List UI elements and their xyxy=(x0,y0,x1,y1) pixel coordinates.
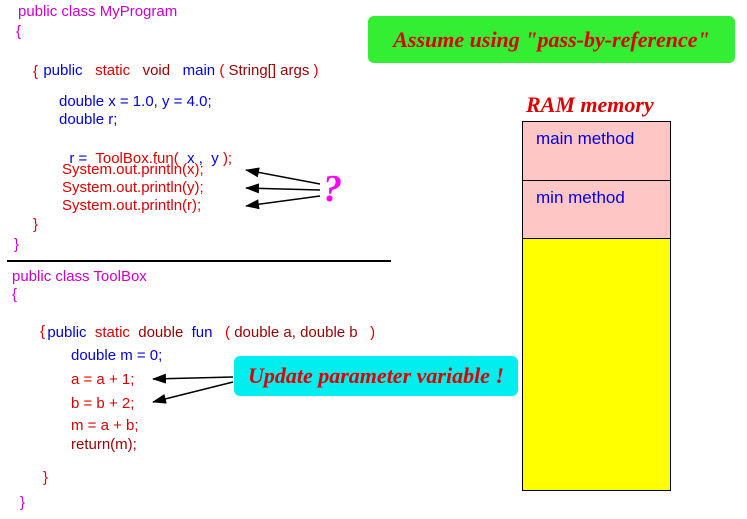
fun-open-brace: { xyxy=(40,323,46,340)
fun-signature: public static double fun ( double a, dou… xyxy=(39,306,375,342)
arrow-to-print-x xyxy=(245,167,321,185)
line-return: return(m); xyxy=(71,436,137,453)
section-divider xyxy=(7,260,391,262)
line-b-update: b = b + 2; xyxy=(71,395,135,412)
line-a-update: a = a + 1; xyxy=(71,371,135,388)
print-x-line: System.out.println(x); xyxy=(62,161,204,178)
main-method-frame: main method xyxy=(522,121,671,181)
main-method-name: main xyxy=(182,62,216,79)
fun-double-keyword: double xyxy=(138,324,184,341)
call-name: ToolBox.fun( xyxy=(95,150,179,167)
line-m-init: double m = 0; xyxy=(71,347,163,364)
toolbox-open-brace: { xyxy=(12,286,18,303)
fun-method-name: fun xyxy=(191,324,213,341)
toolbox-close-brace: } xyxy=(20,494,26,511)
print-r-line: System.out.println(r); xyxy=(62,197,202,214)
main-close-brace: } xyxy=(33,216,39,233)
update-callout: Update parameter variable ! xyxy=(234,356,518,396)
main-method-frame-label: main method xyxy=(536,129,635,148)
arrow-to-print-r xyxy=(245,195,321,210)
main-void-keyword: void xyxy=(142,62,171,79)
decl-r-line: double r; xyxy=(59,111,118,128)
decl-xy-line: double x = 1.0, y = 4.0; xyxy=(59,93,212,110)
fun-close-brace: } xyxy=(43,469,49,486)
fun-close-paren: ) xyxy=(370,324,376,341)
myprogram-open-brace: { xyxy=(16,23,22,40)
min-method-frame-label: min method xyxy=(536,188,625,207)
toolbox-class-decl: public class ToolBox xyxy=(12,268,147,285)
fun-static-keyword: static xyxy=(94,324,130,341)
main-static-keyword: static xyxy=(95,62,131,79)
print-y-line: System.out.println(y); xyxy=(62,179,204,196)
fun-public-keyword: public xyxy=(47,324,87,341)
question-mark: ? xyxy=(323,168,342,210)
arrow-to-line-b xyxy=(152,381,234,404)
main-public-keyword: public xyxy=(43,62,83,79)
ram-memory-title: RAM memory xyxy=(526,92,654,117)
call-prefix: r = xyxy=(69,150,88,167)
call-suffix: ); xyxy=(222,150,233,167)
fun-params: double a, double b xyxy=(234,324,358,341)
fun-open-paren: ( xyxy=(225,324,231,341)
main-open-brace: { xyxy=(33,63,39,80)
main-params: String[] args xyxy=(228,62,310,79)
main-open-paren: ( xyxy=(219,62,225,79)
myprogram-close-brace: } xyxy=(14,236,20,253)
free-memory-block xyxy=(522,238,671,491)
assume-callout: Assume using "pass-by-reference" xyxy=(368,16,735,63)
main-signature: public static void main ( String[] args … xyxy=(35,44,319,80)
arrow-to-print-y xyxy=(245,183,321,194)
main-close-paren: ) xyxy=(313,62,319,79)
min-method-frame: min method xyxy=(522,180,671,239)
line-m-sum: m = a + b; xyxy=(71,417,139,434)
myprogram-class-decl: public class MyProgram xyxy=(18,3,178,20)
call-args: x , y xyxy=(187,150,219,167)
call-line: r = ToolBox.fun( x , y ); xyxy=(61,132,232,168)
arrow-to-line-a xyxy=(152,373,234,384)
